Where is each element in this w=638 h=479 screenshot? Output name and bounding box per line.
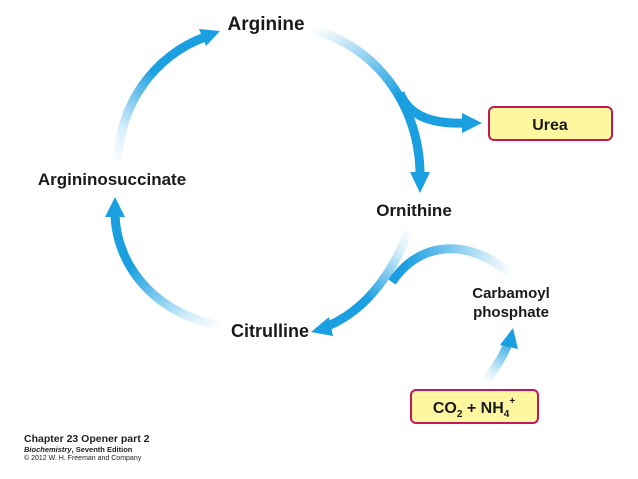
caption-book-title: Biochemistry — [24, 445, 72, 454]
arrowhead-carbamoyl — [500, 328, 518, 349]
arrowhead-citrulline — [311, 317, 333, 336]
label-arginine: Arginine — [227, 14, 304, 35]
label-argininosuccinate: Argininosuccinate — [38, 170, 186, 189]
label-citrulline: Citrulline — [231, 321, 309, 341]
arrowhead-urea — [462, 113, 482, 133]
caption-chapter: Chapter 23 Opener part 2 — [24, 433, 150, 445]
arrowhead-argininosuccinate — [105, 197, 125, 217]
figure-caption: Chapter 23 Opener part 2 Biochemistry, S… — [24, 433, 149, 463]
urea-box — [488, 106, 613, 141]
label-urea: Urea — [532, 117, 568, 134]
arrow-co2-to-carbamoyl — [481, 341, 513, 385]
label-phosphate: phosphate — [473, 304, 549, 321]
label-co2-nh4: CO2 + NH4+ — [433, 396, 515, 420]
arrow-arginine-to-ornithine — [310, 25, 425, 176]
arrow-citrulline-to-argininosuccinate — [110, 214, 223, 331]
label-carbamoyl: Carbamoyl — [472, 285, 550, 302]
co2-nh4-box — [410, 389, 539, 424]
arrowhead-arginine — [199, 29, 220, 46]
arrow-branch-to-urea — [395, 91, 466, 128]
arrow-ornithine-to-citrulline — [326, 226, 415, 331]
arrowhead-ornithine — [410, 172, 430, 193]
caption-book: Biochemistry, Seventh Edition — [24, 445, 149, 454]
caption-copyright: © 2012 W. H. Freeman and Company — [24, 455, 142, 462]
label-ornithine: Ornithine — [376, 201, 452, 220]
caption-book-edition: , Seventh Edition — [71, 445, 133, 454]
arrow-carbamoyl-phosphate-join — [388, 244, 515, 285]
arrow-argininosuccinate-to-arginine — [113, 32, 207, 164]
